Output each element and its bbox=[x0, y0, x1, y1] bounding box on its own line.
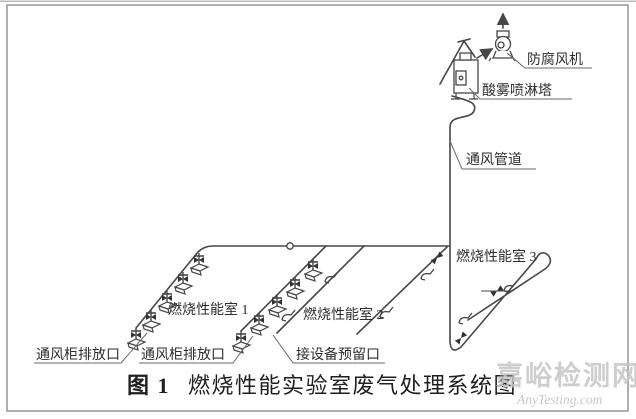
leader-tower bbox=[468, 87, 572, 100]
leader-duct bbox=[449, 140, 536, 170]
room2-branch-pipe bbox=[356, 246, 448, 335]
watermark-en: AnyTesting.com bbox=[516, 392, 603, 407]
figure-title-text: 燃烧性能实验室废气处理系统图 bbox=[188, 373, 517, 398]
label-room2: 燃烧性能室 2 bbox=[303, 306, 384, 323]
label-room3: 燃烧性能室 3 bbox=[456, 248, 537, 265]
label-spray-tower: 酸雾喷淋塔 bbox=[482, 83, 552, 99]
hood-branch-pipe bbox=[240, 245, 327, 332]
label-outlet1: 通风柜排放口 bbox=[36, 347, 120, 363]
label-room1: 燃烧性能室 1 bbox=[168, 301, 249, 318]
scrubber-tower-icon bbox=[451, 52, 479, 100]
inline-dampers bbox=[430, 251, 513, 345]
figure-number: 图 1 bbox=[127, 373, 170, 398]
label-duct: 通风管道 bbox=[466, 152, 522, 168]
figure-title: 图 1 燃烧性能实验室废气处理系统图 bbox=[127, 373, 517, 398]
main-duct-pipe bbox=[135, 245, 451, 329]
reserved-branch-pipe bbox=[276, 245, 365, 334]
riser-and-room3-loop-pipe bbox=[449, 95, 552, 351]
pipe-network bbox=[135, 38, 552, 351]
watermark-cn: 嘉峪检测网 bbox=[496, 360, 636, 391]
leader-outlet1 bbox=[34, 332, 148, 364]
tower-inlet-tick bbox=[457, 38, 471, 43]
flow-arrow-icon bbox=[476, 48, 494, 61]
leader-reserved bbox=[272, 334, 385, 364]
label-fan: 防腐风机 bbox=[527, 51, 583, 68]
label-outlet2: 通风柜排放口 bbox=[141, 347, 225, 363]
leader-lines bbox=[34, 52, 592, 364]
leader-outlet2 bbox=[139, 335, 254, 364]
label-reserved-port: 接设备预留口 bbox=[296, 346, 380, 363]
pipe-fitting-circle bbox=[286, 242, 294, 250]
leader-fan bbox=[506, 52, 592, 69]
figure-frame bbox=[6, 4, 629, 412]
